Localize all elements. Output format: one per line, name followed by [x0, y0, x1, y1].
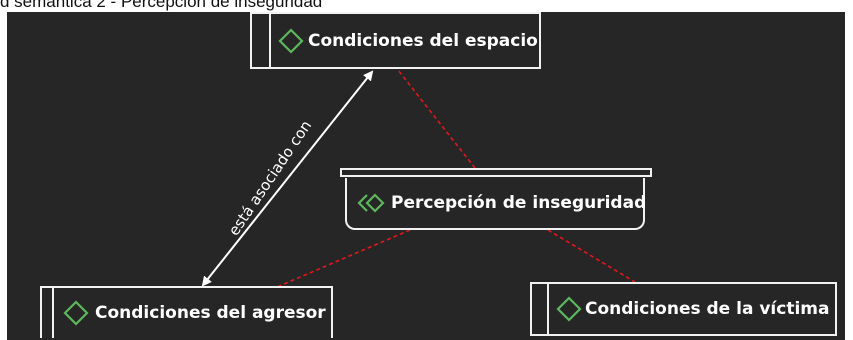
node-label: Condiciones de la víctima: [585, 299, 830, 319]
node-bar: [269, 14, 271, 67]
diamond-icon: [556, 296, 582, 322]
node-condiciones-victima[interactable]: Condiciones de la víctima: [530, 282, 837, 336]
core-node-top: [340, 168, 652, 177]
node-percepcion-inseguridad[interactable]: Percepción de inseguridad: [345, 178, 647, 230]
node-condiciones-espacio[interactable]: Condiciones del espacio: [250, 12, 541, 69]
relation-arrow[interactable]: [201, 70, 374, 287]
node-bar: [547, 284, 549, 334]
node-bar: [52, 288, 54, 338]
link-core-espacio[interactable]: [397, 69, 476, 169]
link-core-victima[interactable]: [547, 229, 636, 283]
diamond-icon: [278, 27, 304, 54]
node-label: Condiciones del espacio: [308, 30, 538, 51]
double-chevron-diamond-icon: [357, 193, 385, 213]
node-label: Percepción de inseguridad: [391, 193, 647, 213]
diamond-icon: [63, 300, 89, 326]
link-core-agresor[interactable]: [269, 229, 411, 291]
node-label: Condiciones del agresor: [95, 303, 326, 323]
node-condiciones-agresor[interactable]: Condiciones del agresor: [40, 286, 333, 338]
page-title: d semántica 2 - Percepción de insegurida…: [0, 0, 323, 11]
